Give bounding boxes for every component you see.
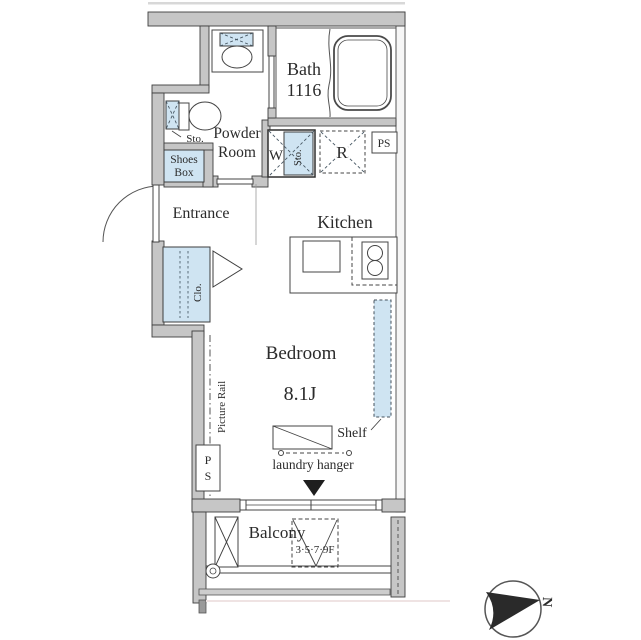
toilet-bowl [188,101,222,131]
sto-leader-line [171,130,182,138]
toilet-north-wall [151,84,210,94]
closet-opening-marker [212,250,243,288]
balcony-wall-footing [198,599,207,614]
powder-sliding-door [216,178,254,185]
picture-rail-label: Picture Rail [216,381,228,433]
wash-basin [221,45,253,69]
laundry-hanger-end-left [278,450,284,456]
room-bedroom [195,184,392,496]
balcony-window [239,499,383,511]
shoes-box-label-2: Box [174,167,193,179]
room-kitchen [289,236,398,294]
escape-hatch-v1 [292,519,317,567]
bath-west-wall-a [267,25,277,57]
fridge-space [319,130,366,174]
fridge-label: R [336,143,348,162]
closet [162,246,243,323]
room-powder [163,29,264,185]
balcony-drain-inner [209,567,217,575]
kitchen-label: Kitchen [317,212,373,232]
bedroom-size-label: 8.1J [284,383,317,405]
south-wall-right [381,498,406,513]
balcony-railing [198,588,391,596]
north-wall [147,11,406,27]
vanity-cabinet-dash2 [219,32,254,47]
pipe-space-left-label-1: P [205,453,212,467]
laundry-hanger-end-right [346,450,352,456]
shoes-box-label-1: Shoes [170,154,198,166]
door-panel [152,184,160,243]
west-wall-upper [151,92,165,186]
vanity-west-wall [199,25,210,89]
balcony-drain [205,563,221,579]
balcony-label: Balcony [249,523,306,542]
closet-box [162,246,211,323]
toilet-storage-box [165,100,180,130]
bath-west-wall-b [267,107,277,119]
fridge-dash-tl [320,131,338,148]
bath-south-wall [267,117,397,127]
shelf-leader-line [370,418,382,431]
fridge-dash-br [347,156,365,173]
bath-door [268,55,275,109]
south-wall-left [191,498,241,513]
bathtub-inner [337,39,388,107]
powder-room-label-1: Powder [213,125,261,142]
bath-room-outline [275,27,397,119]
pipe-space-top-label: PS [378,138,391,150]
shoes-box [163,149,205,183]
toilet-tank [178,102,190,131]
toilet-storage-label: Sto. [186,133,204,145]
burner-1 [367,245,383,261]
washer-storage-box [283,131,314,176]
equipment-x2 [214,516,239,568]
window-jamb-right [375,499,383,511]
balcony-floors-label: 3·5·7·9F [295,544,334,556]
shelf-label: Shelf [337,426,367,441]
escape-hatch-v2 [315,519,338,567]
window-direction-marker [303,480,325,496]
top-eave-line [148,2,405,5]
powder-south-wall-b [251,175,269,188]
utility-row [267,129,398,178]
shelf-unit-diagonal [272,425,333,450]
washer-storage-label: Sto. [293,149,304,166]
bath-size-label: 1116 [287,80,322,100]
stove-space [351,236,398,286]
fridge-dash-bl [320,156,338,173]
bedroom-label: Bedroom [266,343,337,364]
laundry-hanger-label: laundry hanger [272,457,354,472]
labels: Bath 1116 Powder Room Sto. Shoes Box W S… [170,59,390,556]
fridge-dash-tr [347,131,365,148]
closet-west-wall [151,240,165,326]
walls [147,2,406,614]
room-bath [268,27,397,119]
room-balcony [198,516,450,602]
pipe-space-box [371,131,398,154]
closet-label: Clo. [192,283,204,302]
bath-deck-curve [327,28,332,118]
bathtub [333,35,392,111]
bath-label: Bath [287,59,321,79]
entrance-label: Entrance [173,205,230,222]
door-swing-arc [102,185,160,243]
compass: N [484,580,554,638]
burner-2 [367,260,383,276]
powder-room-label-2: Room [218,144,256,161]
pipe-space-left-label-2: S [205,469,212,483]
escape-hatch [291,518,339,568]
shelf-strip [373,299,392,418]
north-label: N [539,597,554,608]
entrance-door [102,184,160,243]
window-jamb-left [239,499,247,511]
washer-label: W [269,148,284,164]
kitchen-sink [302,240,341,273]
north-arrow-icon [486,592,540,630]
pipe-space-left-box [195,444,221,492]
